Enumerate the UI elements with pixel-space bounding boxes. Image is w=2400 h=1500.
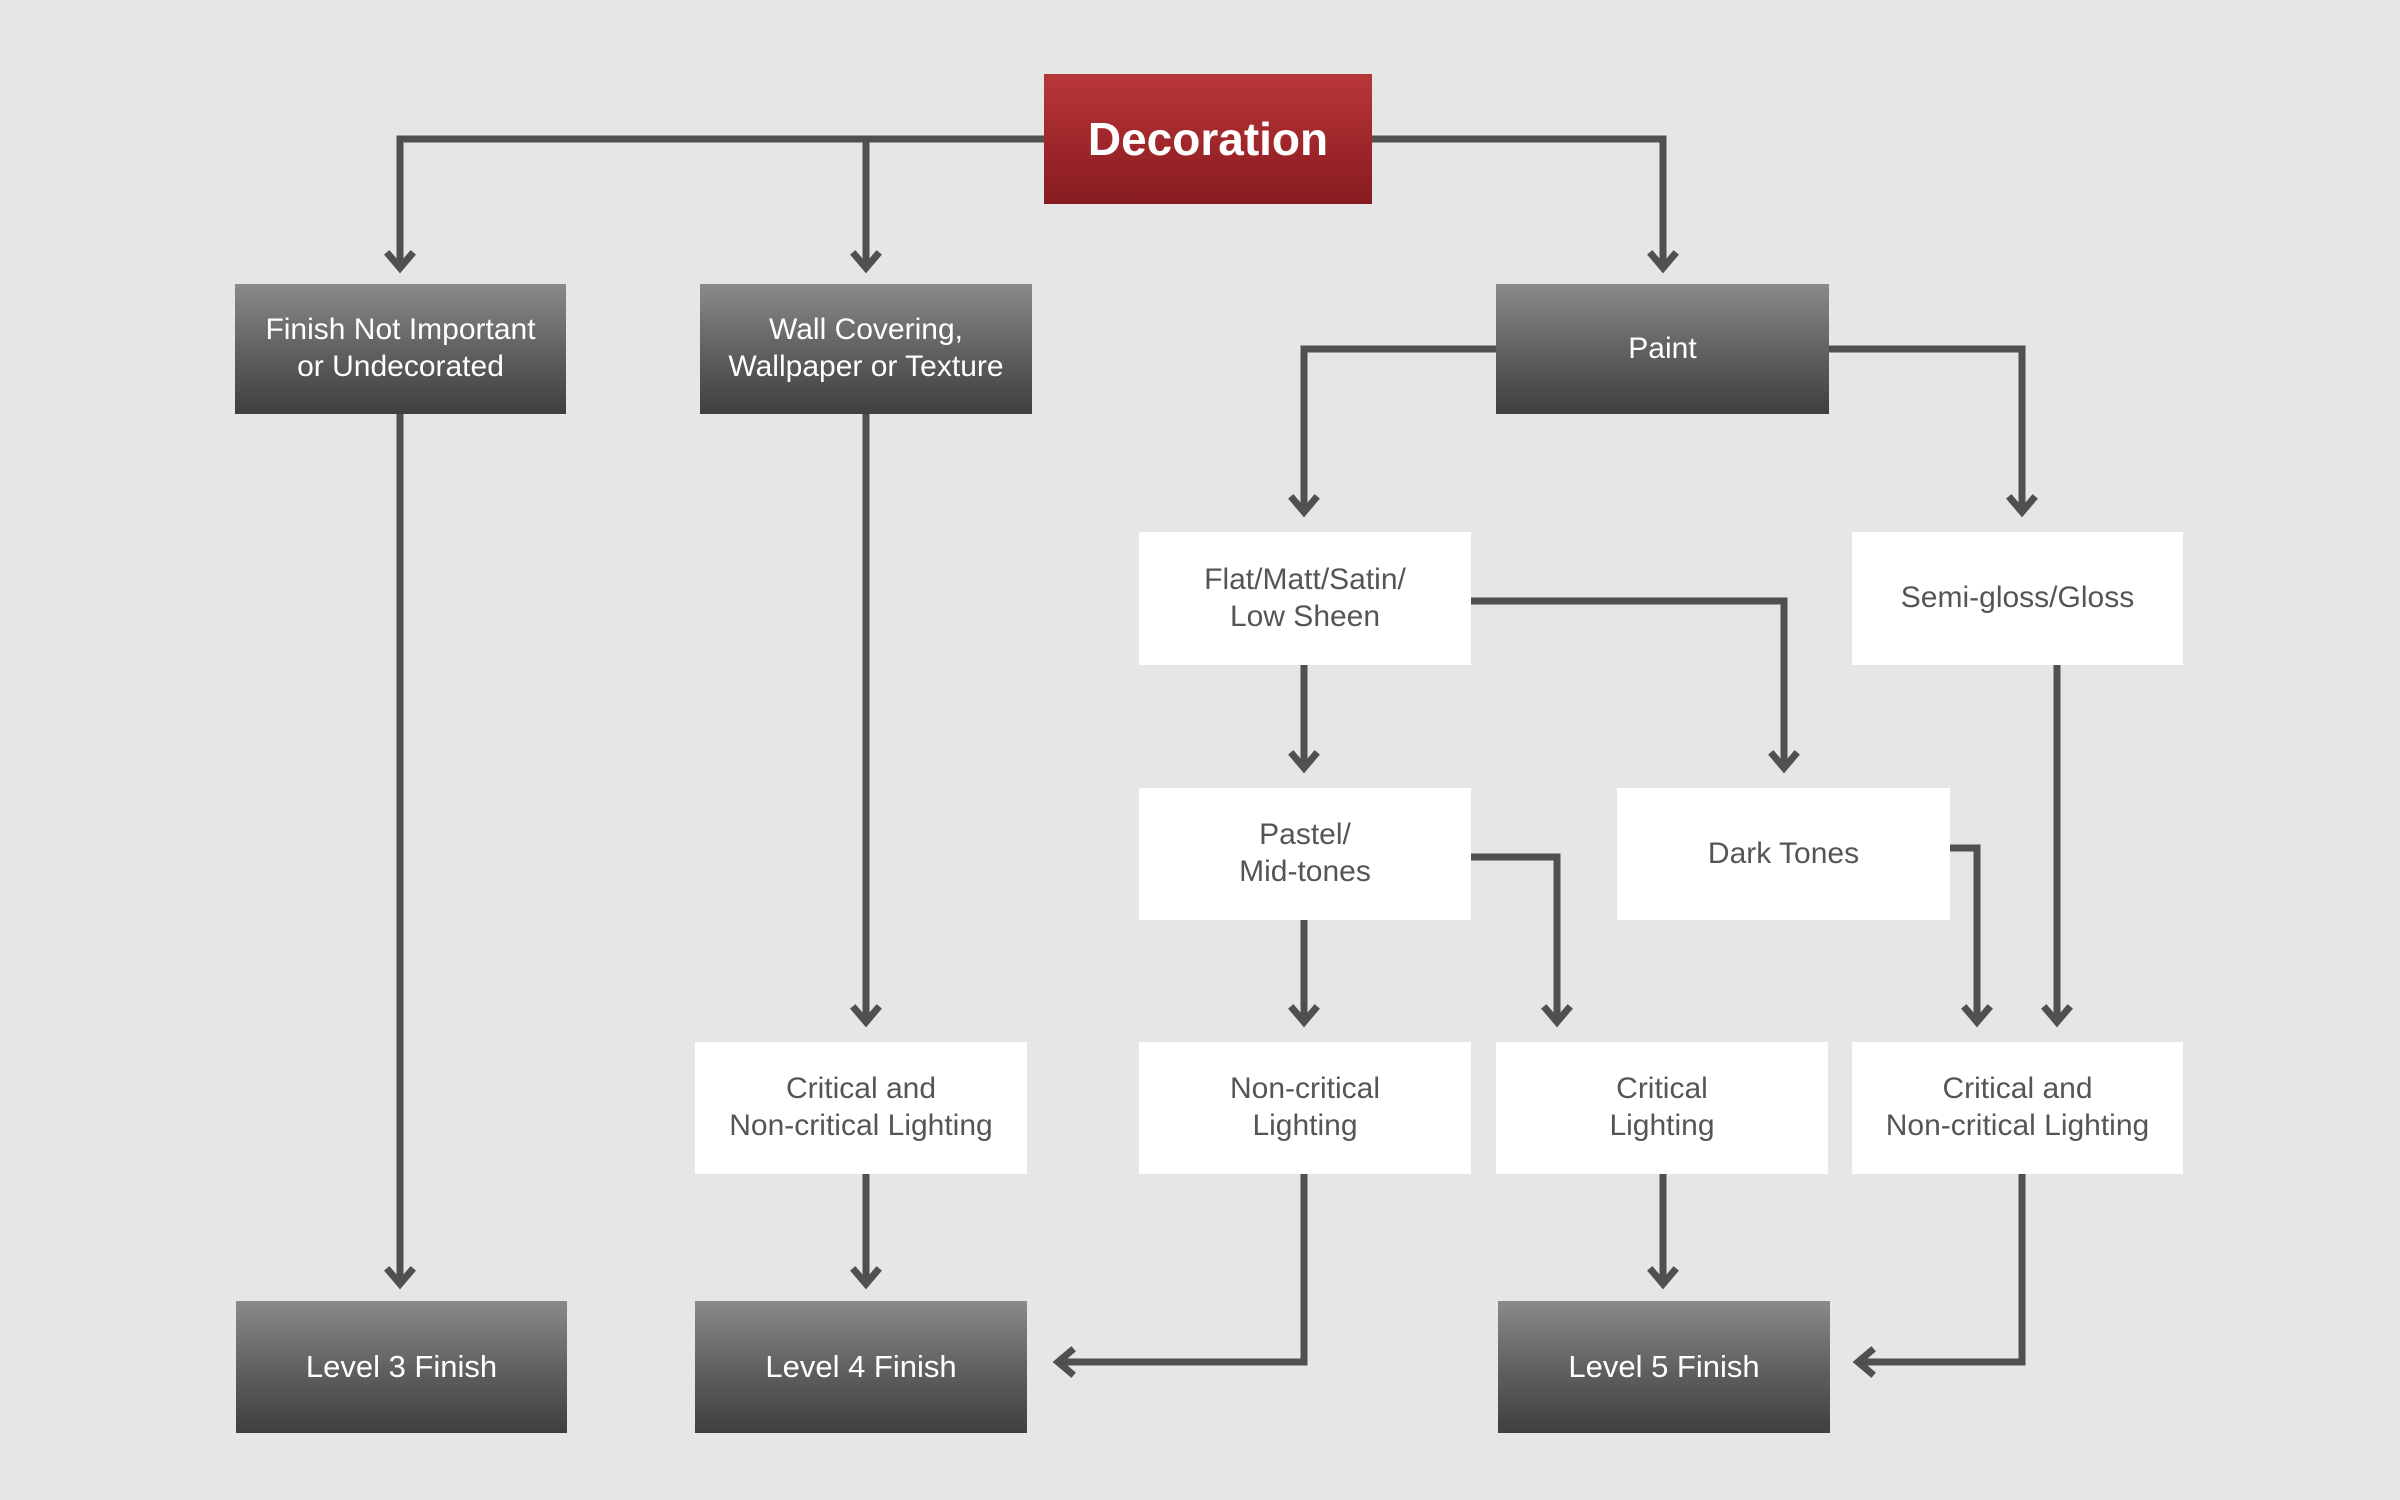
arrowhead-finish-not-important <box>384 250 416 274</box>
arrowhead-non-critical <box>1288 1004 1320 1028</box>
arrowhead-critical <box>1541 1004 1573 1028</box>
non-critical-lighting-node: Non-critical Lighting <box>1139 1042 1471 1174</box>
arrowhead-wall-covering <box>850 250 882 274</box>
dark-tones-node: Dark Tones <box>1617 788 1950 920</box>
arrowhead-level4-side <box>1052 1346 1076 1378</box>
flat-matt-node: Flat/Matt/Satin/ Low Sheen <box>1139 532 1471 665</box>
paint-node: Paint <box>1496 284 1829 414</box>
arrowhead-flat-matt <box>1288 494 1320 518</box>
arrowhead-paint <box>1647 250 1679 274</box>
connector-pastel-to-critical <box>1471 853 1561 1018</box>
arrowhead-gloss-lighting-right <box>2041 1004 2073 1028</box>
decoration-node: Decoration <box>1044 74 1372 204</box>
gloss-lighting-node: Critical and Non-critical Lighting <box>1852 1042 2183 1174</box>
level3-finish-node: Level 3 Finish <box>236 1301 567 1433</box>
arrowhead-pastel <box>1288 750 1320 774</box>
arrowhead-level4-top <box>850 1266 882 1290</box>
wall-covering-node: Wall Covering, Wallpaper or Texture <box>700 284 1032 414</box>
semi-gloss-node: Semi-gloss/Gloss <box>1852 532 2183 665</box>
arrowhead-dark-tones <box>1768 750 1800 774</box>
pastel-node: Pastel/ Mid-tones <box>1139 788 1471 920</box>
arrowhead-level5-side <box>1852 1346 1876 1378</box>
level4-finish-node: Level 4 Finish <box>695 1301 1027 1433</box>
arrowhead-level3 <box>384 1266 416 1290</box>
connector-paint-to-semi-gloss <box>1829 345 2026 508</box>
connector-non-critical-to-level4 <box>1062 1174 1308 1366</box>
connector-decoration-to-paint <box>1372 135 1667 264</box>
connector-dark-tones-to-gloss-lighting <box>1950 844 1981 1018</box>
arrowhead-semi-gloss <box>2006 494 2038 518</box>
critical-lighting-node: Critical Lighting <box>1496 1042 1828 1174</box>
connector-paint-to-flat-matt <box>1300 345 1496 508</box>
level5-finish-node: Level 5 Finish <box>1498 1301 1830 1433</box>
arrowhead-wall-lighting <box>850 1004 882 1028</box>
finish-not-important-node: Finish Not Important or Undecorated <box>235 284 566 414</box>
wall-lighting-node: Critical and Non-critical Lighting <box>695 1042 1027 1174</box>
connector-flat-matt-to-dark-tones <box>1471 597 1788 764</box>
connector-gloss-lighting-to-level5 <box>1862 1174 2026 1366</box>
arrowhead-level5-top <box>1647 1266 1679 1290</box>
connector-decoration-to-finish-not-important <box>396 135 1044 264</box>
arrowhead-gloss-lighting-left <box>1961 1004 1993 1028</box>
